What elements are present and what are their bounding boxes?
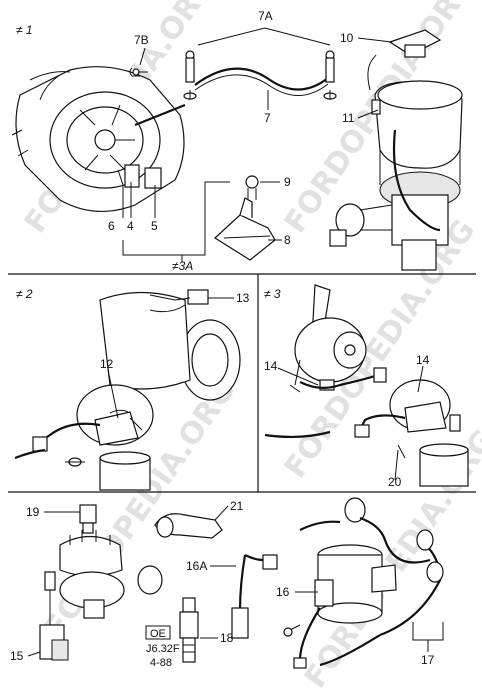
section-bottom-illustration xyxy=(39,497,444,669)
callout-20: 20 xyxy=(388,475,402,489)
leader-11 xyxy=(357,109,379,119)
callout-7b: 7B xyxy=(134,33,149,47)
section3-illustration xyxy=(264,284,469,487)
callout-14-left: 14 xyxy=(264,359,278,373)
leader-12 xyxy=(107,369,119,419)
callout-7: 7 xyxy=(264,111,271,125)
distributor-top-illustration xyxy=(329,29,463,271)
leader-7a xyxy=(197,27,331,46)
leader-14-left xyxy=(277,367,319,386)
oe-stamp-text: OE xyxy=(150,628,166,640)
callout-13: 13 xyxy=(236,291,250,305)
callout-19: 19 xyxy=(26,505,40,519)
leader-10 xyxy=(357,37,393,43)
drawing-code: J6.32F xyxy=(146,643,180,655)
leader-21 xyxy=(214,505,229,521)
leader-15 xyxy=(27,651,41,657)
callout-17: 17 xyxy=(421,653,435,667)
callout-9: 9 xyxy=(284,175,291,189)
leader-14-right xyxy=(417,365,424,393)
callout-14-right: 14 xyxy=(416,353,430,367)
bracket-illustration xyxy=(214,175,276,261)
leader-20 xyxy=(394,449,399,481)
drawing-date: 4-88 xyxy=(150,657,172,669)
callout-6: 6 xyxy=(108,219,115,233)
section-marker-3a: ≠3A xyxy=(172,259,193,273)
callout-18: 18 xyxy=(220,631,234,645)
section-marker-2: ≠ 2 xyxy=(16,287,33,301)
leader-7b xyxy=(139,47,146,66)
section-marker-3: ≠ 3 xyxy=(264,287,281,301)
callout-21: 21 xyxy=(230,499,244,513)
callout-7a: 7A xyxy=(258,9,273,23)
leader-6 xyxy=(117,169,124,218)
section-marker-1: ≠ 1 xyxy=(16,23,33,37)
section2-illustration xyxy=(14,289,241,491)
callout-11: 11 xyxy=(342,111,355,125)
leader-3a-bracket xyxy=(122,181,230,256)
callout-15: 15 xyxy=(10,649,24,663)
callout-5: 5 xyxy=(151,219,158,233)
leader-17-bracket xyxy=(412,622,444,652)
callout-4: 4 xyxy=(127,219,134,233)
earth-strap-illustration xyxy=(129,50,337,100)
callout-12: 12 xyxy=(100,357,114,371)
callout-16: 16 xyxy=(276,585,290,599)
alternator-illustration xyxy=(11,66,186,213)
callout-16a: 16A xyxy=(186,559,207,573)
oe-stamp: OE J6.32F 4-88 xyxy=(145,625,180,669)
callout-8: 8 xyxy=(284,233,291,247)
callout-10: 10 xyxy=(340,31,354,45)
